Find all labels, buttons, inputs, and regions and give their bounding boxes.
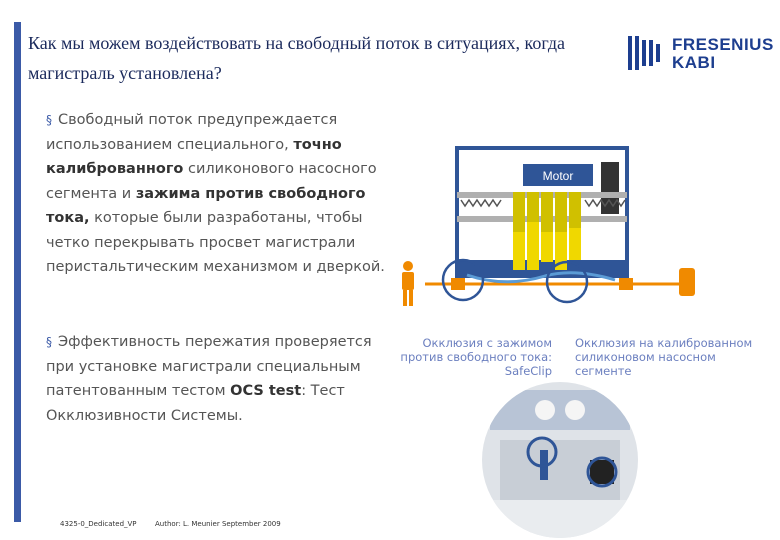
slide-title: Как мы можем воздействовать на свободный… [28,28,628,88]
silicone-segment [466,271,616,284]
p1-bold-2: зажима против свободного тока, [46,185,366,227]
logo-line-2: KABI [672,53,716,72]
safeclip [451,278,465,290]
footer-author: Author: L. Meunier September 2009 [155,520,281,528]
footer-doc-id: 4325-0_Dedicated_VP [60,520,137,528]
title-line-1: Как мы можем воздействовать на свободный… [28,33,565,53]
p1-bold-1: точно калиброванного [46,136,342,178]
highlight-circle-segment [545,260,589,304]
caption-segment: Окклюзия на калиброванном силиконовом на… [575,336,753,378]
highlight-circle-safeclip [441,258,485,302]
motor-label: Motor [543,169,574,183]
p2-text-2: : Тест Окклюзивности Системы. [46,383,345,424]
caption-safeclip: Окклюзия с зажимом против свободного ток… [400,336,552,378]
pump-mechanism-diagram: Motor [402,146,695,306]
p2-bold-1: OCS test [230,383,302,399]
paragraph-free-flow: §Свободный поток предупреждается использ… [46,108,391,280]
p1-text-3: которые были разработаны, чтобы четко пе… [46,210,385,275]
patient-icon [402,261,414,306]
bullet-icon: § [46,335,52,349]
paragraph-ocs-test: §Эффективность пережатия проверяется при… [46,330,391,428]
spring-right [584,198,626,208]
motor-box [523,164,593,186]
title-line-2: магистраль установлена? [28,63,222,83]
line-connector [619,278,633,290]
logo-text: FRESENIUS KABI [672,36,774,72]
fresenius-kabi-logo: FRESENIUS KABI [624,34,774,74]
button-icon [565,400,585,420]
p1-text-2: силиконового насосного сегмента и [46,161,377,202]
logo-line-1: FRESENIUS [672,35,774,54]
highlight-circle-photo-left [526,436,558,468]
bullet-icon: § [46,113,52,127]
logo-mark-icon [628,36,660,70]
p1-text-1: Свободный поток предупреждается использо… [46,112,338,153]
spring-left [460,198,502,208]
button-icon [535,400,555,420]
peristaltic-fingers [513,192,581,270]
pump-photo [482,382,638,538]
p2-text-1: Эффективность пережатия проверяется при … [46,334,372,399]
infusion-bag-icon [679,268,695,296]
gear-icon [601,162,619,214]
left-accent-bar [14,22,21,522]
pump-door [459,260,625,276]
highlight-circle-photo-right [586,456,618,488]
